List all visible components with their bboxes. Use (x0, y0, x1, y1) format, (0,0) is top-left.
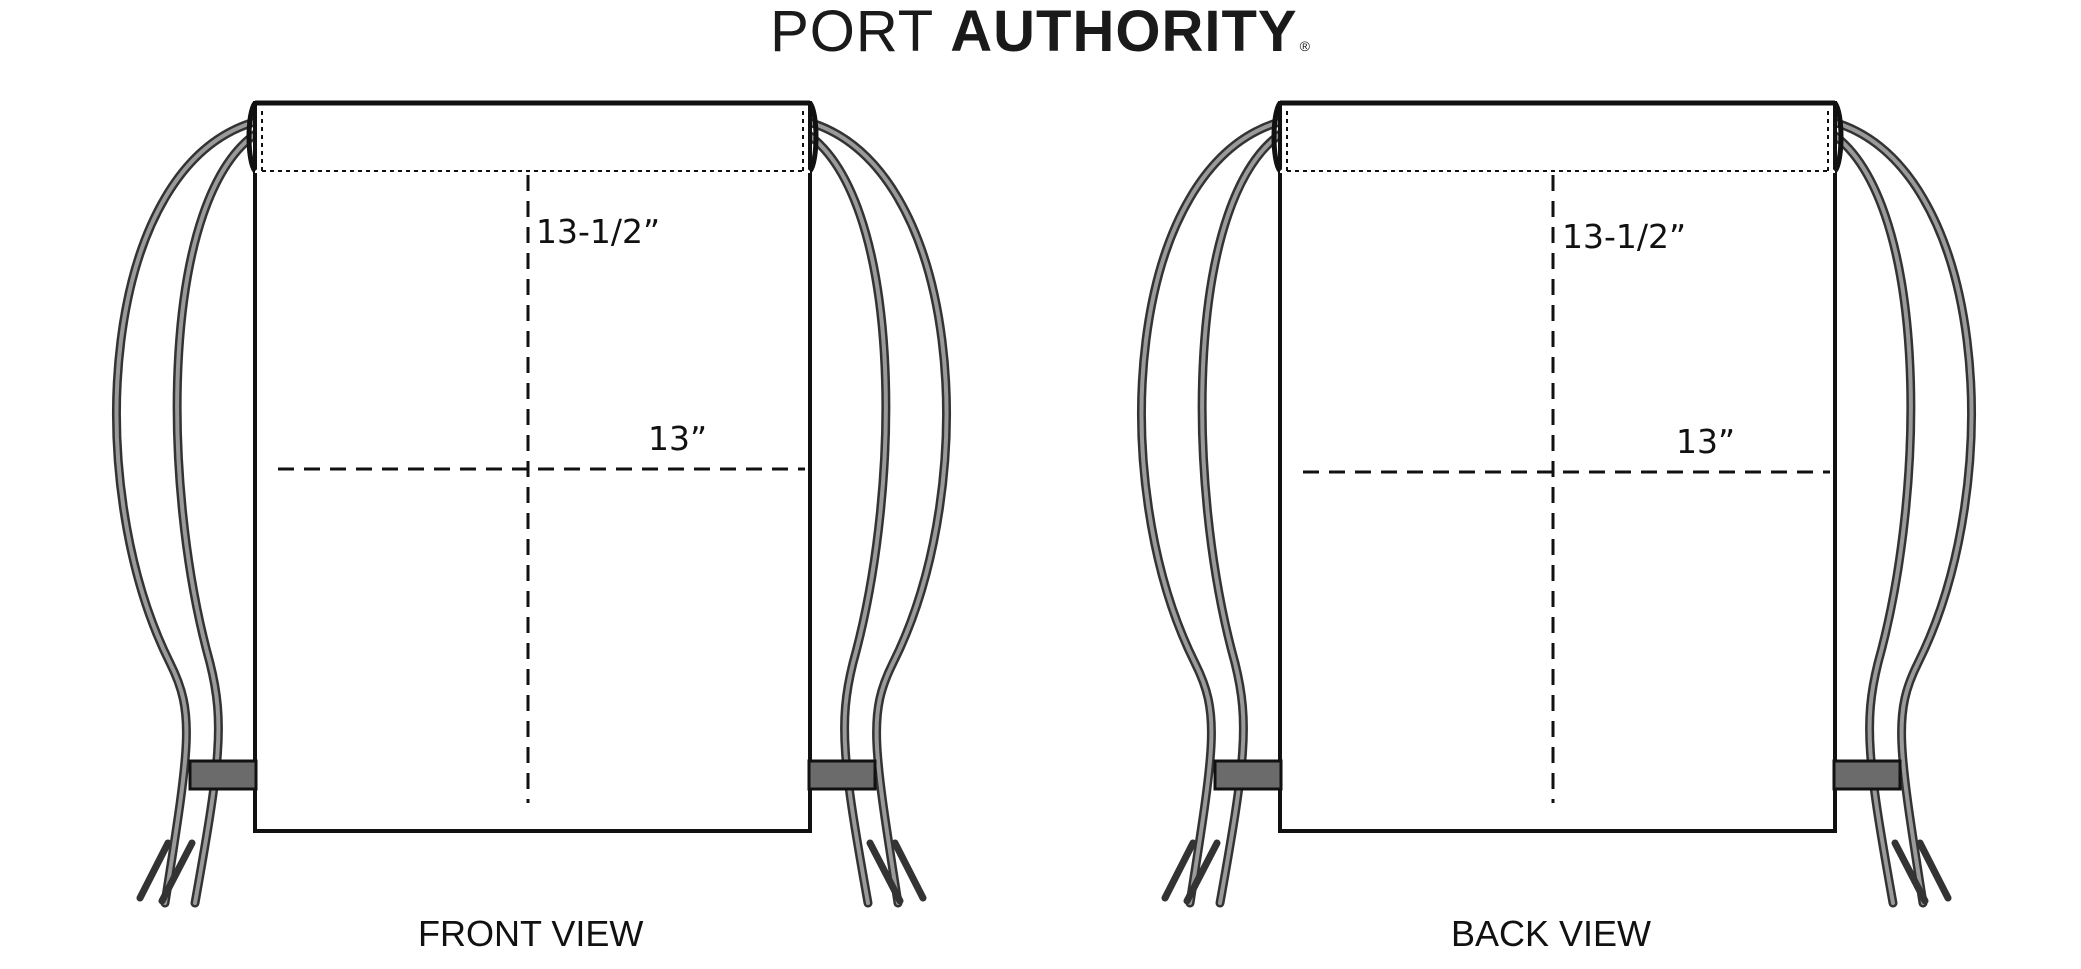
brand-logo-bold: AUTHORITY (950, 0, 1298, 64)
back-width-label: 13” (1676, 422, 1736, 461)
registered-mark: ® (1299, 38, 1311, 54)
back-height-label: 13-1/2” (1562, 217, 1687, 256)
back-view-bag (1142, 103, 1972, 903)
front-view-bag (117, 103, 947, 903)
brand-logo-light: PORT (770, 0, 934, 64)
brand-logo: PORT AUTHORITY® (0, 2, 2081, 76)
front-height-label: 13-1/2” (536, 212, 661, 251)
front-width-label: 13” (648, 419, 708, 458)
back-view-label: BACK VIEW (1451, 913, 1652, 954)
front-view-label: FRONT VIEW (418, 913, 644, 954)
